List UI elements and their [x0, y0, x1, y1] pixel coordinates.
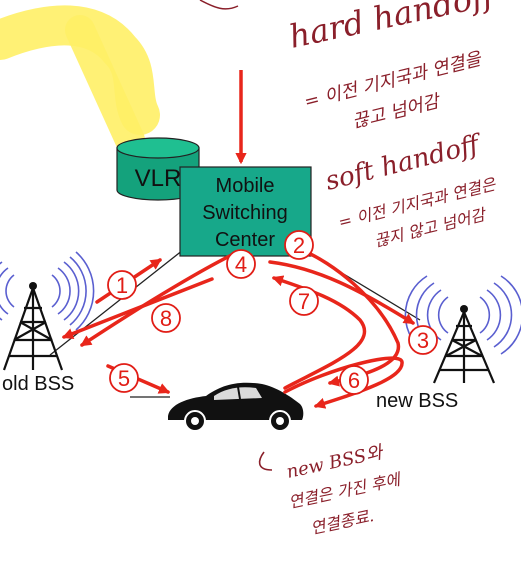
step-7-badge: 7 [289, 286, 319, 316]
arrow-step-4 [80, 250, 240, 347]
svg-text:4: 4 [235, 252, 247, 277]
note-hard-handoff: hard handoff [286, 0, 503, 56]
svg-text:2: 2 [293, 233, 305, 258]
step-2-badge: 2 [284, 230, 314, 260]
svg-text:6: 6 [348, 368, 360, 393]
step-8-badge: 8 [151, 303, 181, 333]
step-1-badge: 1 [107, 270, 137, 300]
arrow-step-2 [268, 260, 415, 325]
svg-text:3: 3 [417, 328, 429, 353]
svg-text:1: 1 [116, 273, 128, 298]
new-bss-label: new BSS [376, 390, 458, 412]
old-bss-signal-icon [0, 251, 95, 331]
vlr-database: VLR [116, 137, 200, 201]
arrow-step-3 [302, 249, 401, 387]
old-bss-tower: old BSS [0, 251, 95, 395]
step-4-badge: 4 [226, 249, 256, 279]
arrow-step-8 [61, 277, 214, 339]
svg-text:7: 7 [298, 289, 310, 314]
msc-label-line1: Mobile [216, 175, 275, 197]
msc-label-line2: Switching [202, 202, 288, 224]
note-new-bss-3: 연결종료. [309, 506, 376, 538]
car-icon [168, 382, 304, 432]
new-bss-tower: new BSS [376, 275, 521, 412]
old-bss-label: old BSS [2, 373, 74, 395]
step-3-badge: 3 [408, 325, 438, 355]
vlr-label: VLR [135, 165, 182, 192]
svg-text:5: 5 [118, 366, 130, 391]
svg-text:8: 8 [160, 306, 172, 331]
yellow-highlight [0, 0, 239, 155]
handwritten-notes: hard handoff = 이전 기지국과 연결을 끊고 넘어감 soft h… [258, 0, 503, 538]
step-5-badge: 5 [109, 363, 139, 393]
step-numbers: 1 2 3 4 5 6 7 8 [107, 230, 438, 395]
step-6-badge: 6 [339, 365, 369, 395]
msc-label-line3: Center [215, 229, 275, 251]
